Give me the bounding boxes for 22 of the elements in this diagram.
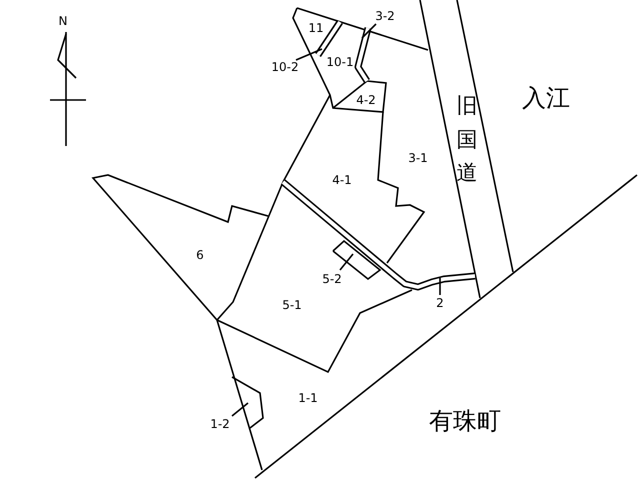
parcel-number: 10-2: [271, 61, 299, 73]
parcel-number: 1-1: [298, 392, 318, 404]
leader-line: [339, 254, 354, 270]
parcel-number: 10-1: [326, 56, 354, 68]
parcel-number: 1-2: [210, 418, 230, 430]
parcel-number: 11: [308, 22, 324, 34]
parcel-number: 3-1: [408, 152, 428, 164]
parcel-number: 5-1: [282, 299, 302, 311]
leader-line: [439, 278, 441, 295]
place-name: 入江: [522, 86, 570, 110]
parcel-number: 4-2: [356, 94, 376, 106]
parcel-number: 2: [436, 297, 444, 309]
parcel-number: 5-2: [322, 273, 342, 285]
road-name: 旧国道: [456, 92, 478, 187]
parcel-number: 4-1: [332, 174, 352, 186]
leader-line: [232, 402, 248, 417]
place-name: 有珠町: [429, 409, 501, 433]
leader-line: [361, 23, 377, 39]
north-label: N: [58, 15, 68, 27]
parcel-number: 3-2: [375, 10, 395, 22]
parcel-number: 6: [196, 249, 204, 261]
leader-line: [296, 48, 322, 61]
